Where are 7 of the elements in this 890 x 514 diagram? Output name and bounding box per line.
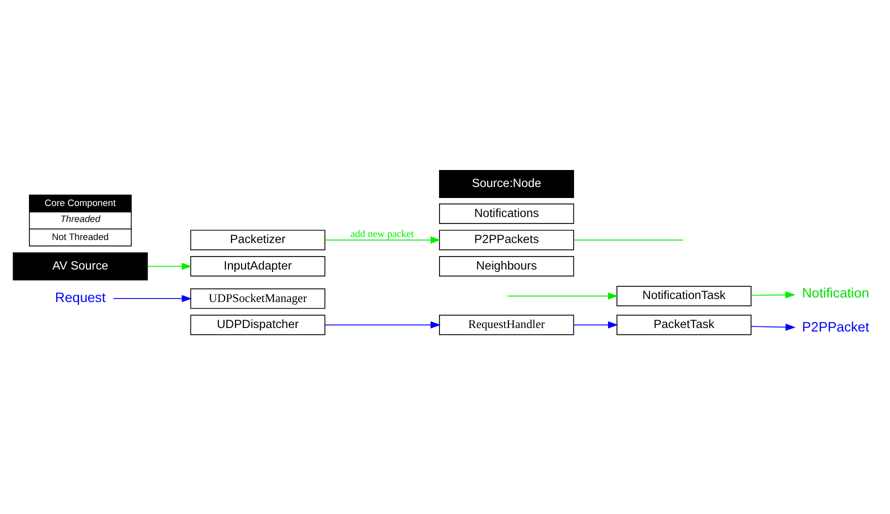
node-text: P2PPacket bbox=[802, 320, 870, 335]
legend-label: Threaded bbox=[60, 214, 100, 224]
legend-label: Core Component bbox=[44, 198, 116, 208]
node-text: Notification bbox=[802, 286, 870, 301]
legend-label: Not Threaded bbox=[52, 232, 109, 242]
edge-label: add new packet bbox=[350, 229, 414, 240]
node-text: Request bbox=[55, 290, 106, 305]
